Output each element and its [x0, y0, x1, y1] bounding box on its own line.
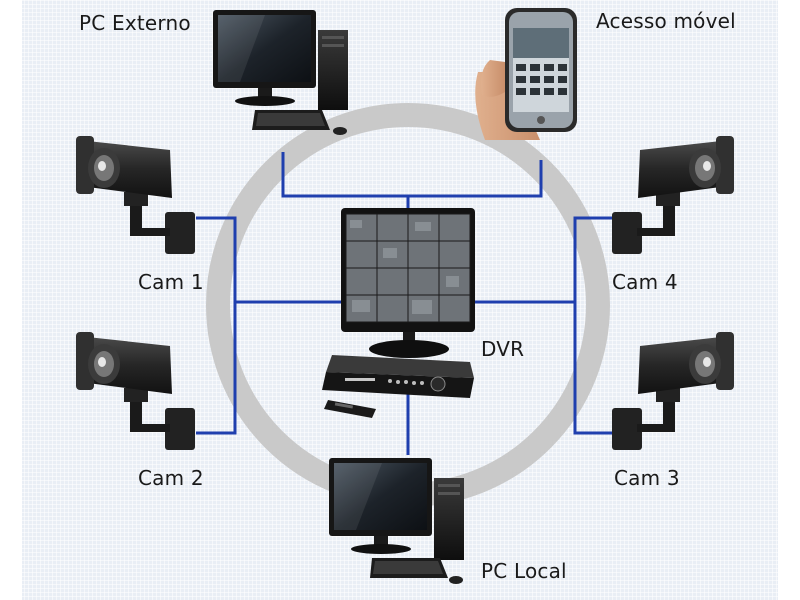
link-cam2 — [196, 302, 237, 435]
cam-1-label: Cam 1 — [138, 270, 204, 294]
cam-3-label: Cam 3 — [614, 466, 680, 490]
link-cam1 — [196, 216, 237, 302]
pc-local-label: PC Local — [481, 559, 567, 583]
link-cam3 — [573, 302, 612, 435]
pc-local-icon — [329, 458, 464, 584]
cam-2-label: Cam 2 — [138, 466, 204, 490]
pc-external-icon — [213, 10, 348, 135]
pc-external-label: PC Externo — [79, 11, 191, 35]
camera-2-icon — [76, 332, 195, 450]
remote-control-icon — [324, 400, 376, 418]
link-pc-external — [281, 152, 543, 198]
camera-1-icon — [76, 136, 195, 254]
dvr-recorder-icon — [322, 355, 474, 398]
cam-4-label: Cam 4 — [612, 270, 678, 294]
dvr-camera-grid — [345, 213, 471, 323]
link-cam4 — [573, 216, 612, 302]
connection-lines — [196, 152, 612, 455]
mobile-phone-icon — [475, 8, 577, 140]
camera-4-icon — [612, 136, 734, 254]
dvr-monitor-icon — [341, 208, 475, 358]
mobile-access-label: Acesso móvel — [596, 9, 736, 33]
dvr-label: DVR — [481, 337, 525, 361]
camera-3-icon — [612, 332, 734, 450]
